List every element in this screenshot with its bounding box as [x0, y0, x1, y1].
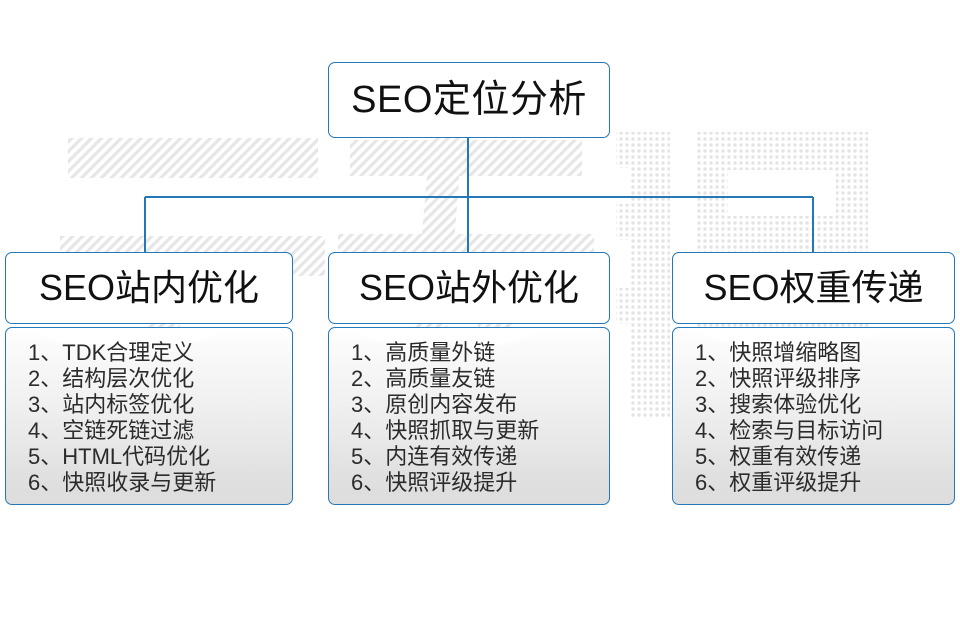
list-item: 2、快照评级排序: [673, 366, 954, 392]
list-item-number: 5、: [351, 444, 386, 469]
list-item-text: 结构层次优化: [62, 366, 195, 391]
list-item-text: 站内标签优化: [62, 392, 195, 417]
list-item-text: 快照增缩略图: [729, 340, 862, 365]
list-item-text: TDK合理定义: [62, 340, 195, 365]
branch-header-weight[interactable]: SEO权重传递: [672, 252, 955, 324]
list-item-number: 6、: [351, 470, 386, 495]
root-node-label: SEO定位分析: [351, 79, 587, 121]
list-item-text: 权重评级提升: [729, 470, 862, 495]
list-item-number: 2、: [28, 366, 63, 391]
branch-header-label: SEO站外优化: [358, 267, 580, 308]
list-item-text: 高质量外链: [385, 340, 496, 365]
list-item-number: 1、: [28, 340, 63, 365]
branch-body-weight: 1、快照增缩略图 2、快照评级排序 3、搜索体验优化 4、检索与目标访问 5、权…: [672, 327, 955, 505]
list-item-number: 6、: [28, 470, 63, 495]
branch-header-onsite[interactable]: SEO站内优化: [5, 252, 293, 324]
list-item: 1、高质量外链: [329, 340, 609, 366]
list-item: 5、HTML代码优化: [6, 444, 292, 470]
branch-item-list: 1、快照增缩略图 2、快照评级排序 3、搜索体验优化 4、检索与目标访问 5、权…: [673, 340, 954, 496]
list-item-number: 1、: [695, 340, 730, 365]
list-item-number: 5、: [28, 444, 63, 469]
branch-header-offsite[interactable]: SEO站外优化: [328, 252, 610, 324]
list-item: 6、快照评级提升: [329, 470, 609, 496]
list-item: 6、快照收录与更新: [6, 470, 292, 496]
list-item-text: 快照评级提升: [385, 470, 518, 495]
list-item-text: HTML代码优化: [62, 444, 211, 469]
list-item: 1、TDK合理定义: [6, 340, 292, 366]
list-item-number: 4、: [351, 418, 386, 443]
branch-body-offsite: 1、高质量外链 2、高质量友链 3、原创内容发布 4、快照抓取与更新 5、内连有…: [328, 327, 610, 505]
list-item: 4、快照抓取与更新: [329, 418, 609, 444]
list-item-text: 快照抓取与更新: [385, 418, 540, 443]
list-item: 2、结构层次优化: [6, 366, 292, 392]
branch-item-list: 1、TDK合理定义 2、结构层次优化 3、站内标签优化 4、空链死链过滤 5、H…: [6, 340, 292, 496]
list-item-text: 空链死链过滤: [62, 418, 195, 443]
branch-body-onsite: 1、TDK合理定义 2、结构层次优化 3、站内标签优化 4、空链死链过滤 5、H…: [5, 327, 293, 505]
list-item: 5、内连有效传递: [329, 444, 609, 470]
list-item-number: 5、: [695, 444, 730, 469]
list-item-text: 内连有效传递: [385, 444, 518, 469]
list-item: 6、权重评级提升: [673, 470, 954, 496]
list-item-number: 1、: [351, 340, 386, 365]
root-node[interactable]: SEO定位分析: [328, 62, 610, 138]
list-item: 3、原创内容发布: [329, 392, 609, 418]
list-item: 3、搜索体验优化: [673, 392, 954, 418]
list-item-text: 快照收录与更新: [62, 470, 217, 495]
list-item-text: 高质量友链: [385, 366, 496, 391]
list-item-text: 原创内容发布: [385, 392, 518, 417]
list-item-number: 6、: [695, 470, 730, 495]
list-item-number: 3、: [351, 392, 386, 417]
list-item-number: 4、: [28, 418, 63, 443]
branch-header-label: SEO权重传递: [703, 267, 924, 308]
branch-header-label: SEO站内优化: [38, 267, 260, 308]
list-item: 2、高质量友链: [329, 366, 609, 392]
list-item: 3、站内标签优化: [6, 392, 292, 418]
list-item: 5、权重有效传递: [673, 444, 954, 470]
list-item: 4、检索与目标访问: [673, 418, 954, 444]
list-item-number: 2、: [351, 366, 386, 391]
branch-item-list: 1、高质量外链 2、高质量友链 3、原创内容发布 4、快照抓取与更新 5、内连有…: [329, 340, 609, 496]
list-item: 4、空链死链过滤: [6, 418, 292, 444]
list-item-number: 3、: [695, 392, 730, 417]
list-item: 1、快照增缩略图: [673, 340, 954, 366]
list-item-text: 检索与目标访问: [729, 418, 884, 443]
list-item-number: 4、: [695, 418, 730, 443]
list-item-text: 权重有效传递: [729, 444, 862, 469]
list-item-text: 搜索体验优化: [729, 392, 862, 417]
list-item-text: 快照评级排序: [729, 366, 862, 391]
list-item-number: 3、: [28, 392, 63, 417]
list-item-number: 2、: [695, 366, 730, 391]
